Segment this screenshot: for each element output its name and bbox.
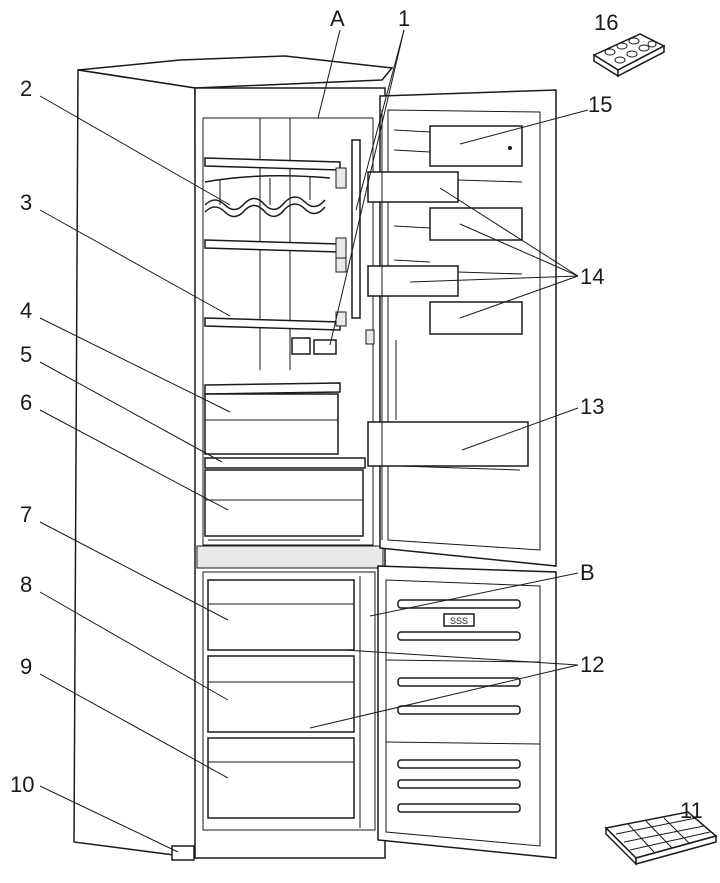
drawer-6 — [204, 469, 364, 537]
label-15: 15 — [588, 92, 612, 117]
drawer-4 — [204, 393, 339, 455]
cabinet-foot — [171, 845, 195, 861]
ice-tray-11 — [604, 811, 718, 866]
label-2: 2 — [20, 76, 32, 101]
leader-lines — [39, 29, 589, 853]
freezer-compartment — [202, 571, 376, 831]
label-10: 10 — [10, 772, 34, 797]
door-shelf-14d — [429, 301, 523, 335]
door-shelf-14b — [429, 207, 523, 241]
cabinet-left-side — [73, 69, 198, 859]
door-box-15 — [429, 125, 523, 167]
label-A: A — [330, 6, 345, 31]
freezer-drawer-7 — [207, 579, 355, 651]
label-1: 1 — [398, 6, 410, 31]
label-5: 5 — [20, 342, 32, 367]
drawer-5-cover — [204, 457, 366, 469]
label-13: 13 — [580, 394, 604, 419]
egg-tray-16 — [592, 33, 666, 78]
compartment-divider — [196, 545, 384, 569]
freezer-drawer-9 — [207, 737, 355, 819]
fridge-door — [365, 89, 557, 567]
freezer-door: SSS — [377, 565, 557, 859]
label-11: 11 — [680, 798, 703, 823]
label-8: 8 — [20, 572, 32, 597]
label-7: 7 — [20, 502, 32, 527]
door-shelf-14a — [367, 171, 459, 203]
freezer-drawers — [207, 576, 361, 828]
display-text: SSS — [450, 616, 468, 626]
fridge-shelves — [204, 139, 361, 355]
label-B: B — [580, 560, 595, 585]
label-9: 9 — [20, 654, 32, 679]
label-3: 3 — [20, 190, 32, 215]
callout-labels: A 1 2 3 4 5 6 7 8 9 10 11 12 13 14 15 16… — [10, 6, 703, 823]
glass-shelf — [204, 382, 341, 395]
light-rail — [351, 139, 361, 319]
label-12: 12 — [580, 652, 604, 677]
label-14: 14 — [580, 264, 604, 289]
freezer-drawer-8 — [207, 655, 355, 733]
door-bottle-shelf-13 — [367, 421, 529, 467]
crisper-drawers — [204, 382, 366, 541]
label-6: 6 — [20, 390, 32, 415]
label-16: 16 — [594, 10, 618, 35]
label-4: 4 — [20, 298, 32, 323]
display-panel — [443, 613, 475, 627]
